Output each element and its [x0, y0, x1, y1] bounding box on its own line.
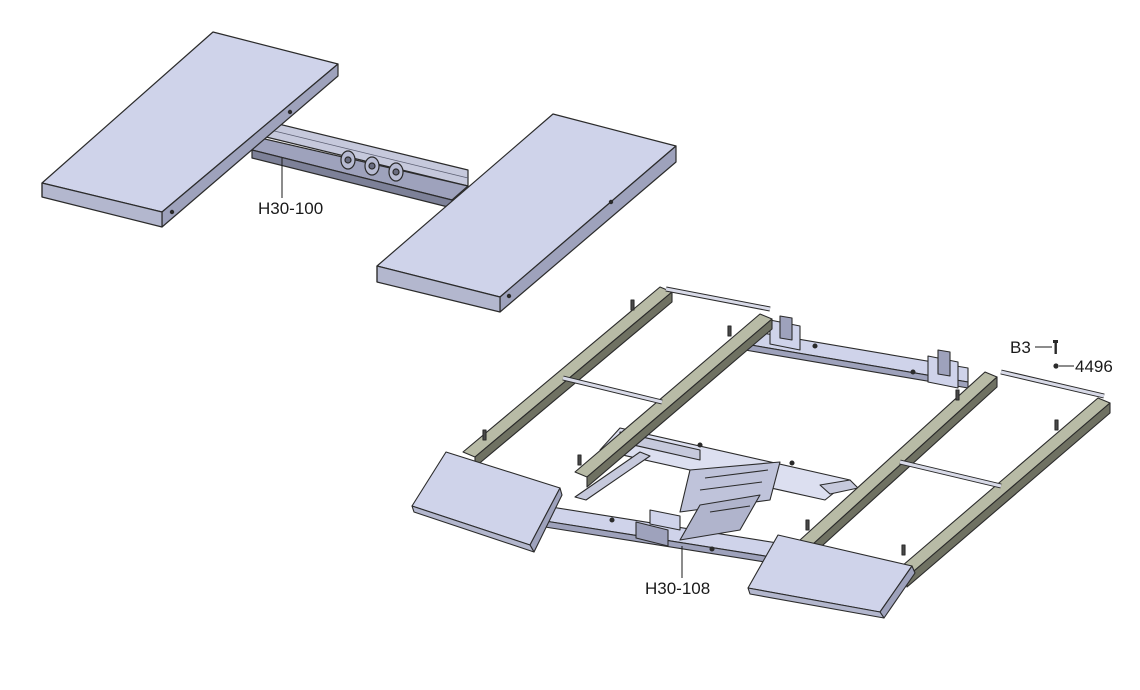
callout-label-4496: 4496 [1075, 357, 1113, 376]
callout-label-h30-100: H30-100 [258, 199, 323, 218]
nut-4496-icon [1053, 363, 1059, 369]
leader-lines [281, 158, 1074, 578]
bottom-assembly-h30-108 [411, 286, 1111, 619]
center-frame [544, 329, 969, 567]
bolt-b3-icon [1053, 340, 1058, 354]
top-right-panel [376, 113, 677, 313]
callout-label-b3: B3 [1010, 338, 1031, 357]
left-ladder-frame [411, 286, 773, 553]
rear-mounting-brackets [769, 315, 959, 389]
callout-label-h30-108: H30-108 [645, 579, 710, 598]
top-beam-clamps [340, 150, 404, 182]
top-connecting-beam [251, 119, 469, 209]
right-ladder-frame [747, 369, 1111, 619]
top-assembly-h30-100 [41, 31, 677, 313]
top-left-panel [41, 31, 339, 228]
